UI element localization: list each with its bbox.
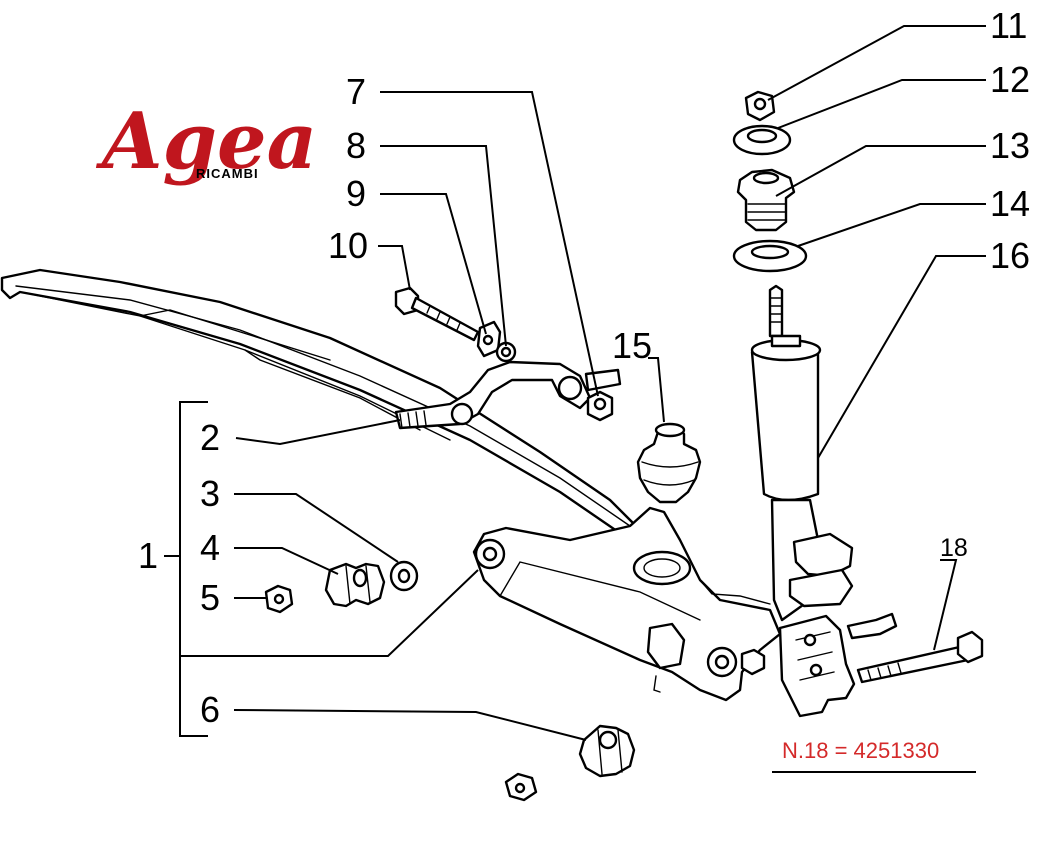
washer-3 — [389, 560, 419, 592]
leader-lines — [164, 25, 986, 773]
knuckle-bolt — [846, 612, 898, 640]
washer-9 — [476, 320, 502, 358]
label-2: 2 — [200, 417, 220, 458]
label-15: 15 — [612, 325, 652, 366]
label-12: 12 — [990, 59, 1030, 100]
part-18-note: N.18 = 4251330 — [782, 738, 939, 763]
label-3: 3 — [200, 473, 220, 514]
label-8: 8 — [346, 125, 366, 166]
label-18: 18 — [940, 534, 968, 562]
label-5: 5 — [200, 577, 220, 618]
label-13: 13 — [990, 125, 1030, 166]
bolt-10 — [394, 286, 480, 342]
label-10: 10 — [328, 225, 368, 266]
agea-logo: Agea RICAMBI — [95, 96, 317, 187]
shock-absorber-16 — [750, 284, 856, 718]
label-14: 14 — [990, 183, 1030, 224]
logo-subtitle: RICAMBI — [196, 166, 259, 181]
lower-control-arm — [472, 506, 782, 702]
bushing-6 — [578, 724, 636, 778]
label-9: 9 — [346, 173, 366, 214]
bolt-18 — [856, 630, 984, 684]
label-1: 1 — [138, 535, 158, 576]
bump-stop-15 — [636, 422, 702, 504]
logo-brand: Agea — [95, 96, 317, 187]
label-16: 16 — [990, 235, 1030, 276]
label-7: 7 — [346, 71, 366, 112]
callout-labels: 7 8 9 10 11 12 13 14 16 15 18 2 3 4 5 6 … — [138, 5, 1030, 730]
top-mount-13 — [736, 168, 796, 232]
top-nut-11 — [744, 90, 776, 122]
leaf-spring — [0, 268, 642, 542]
label-11: 11 — [990, 5, 1027, 46]
label-4: 4 — [200, 527, 220, 568]
cup-washer-12 — [732, 124, 792, 156]
label-6: 6 — [200, 689, 220, 730]
nut-6 — [504, 772, 538, 802]
nut-7 — [586, 390, 614, 422]
stabilizer-link — [394, 360, 622, 430]
bushing-4 — [324, 562, 386, 608]
washer-14 — [732, 239, 808, 273]
nut-5 — [264, 584, 294, 614]
arm-bolt — [740, 648, 766, 676]
